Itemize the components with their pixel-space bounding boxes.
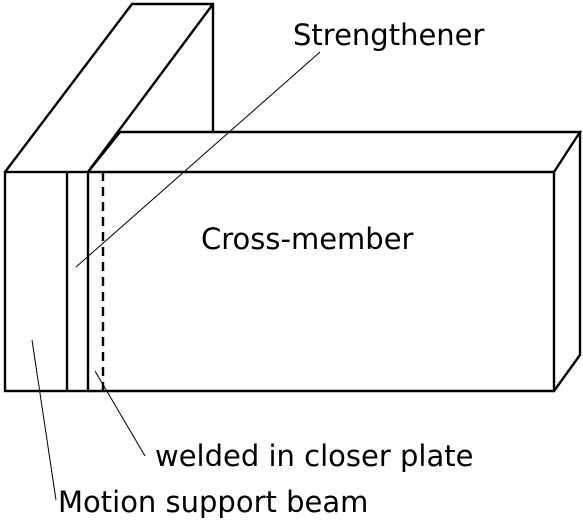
beam-top-back-edge (87, 3, 214, 173)
motion-support-beam-label: Motion support beam (58, 485, 368, 519)
cross-member-label: Cross-member (201, 222, 414, 256)
cross-member-end-face (553, 132, 582, 392)
cross-member-shape (87, 130, 583, 393)
beam-top-outline (4, 2, 215, 173)
motion-beam-leader-line (31, 339, 57, 501)
closer-plate-label: welded in closer plate (155, 439, 473, 473)
strengthener-label: Strengthener (293, 18, 485, 52)
cross-member-top-face (87, 130, 583, 173)
closer-plate-leader-line (94, 370, 146, 457)
beam-front-face (3, 170, 90, 393)
strengthener-leader-line (75, 51, 321, 268)
cross-member-front-face (88, 170, 556, 393)
motion-support-beam-shape (3, 2, 215, 393)
